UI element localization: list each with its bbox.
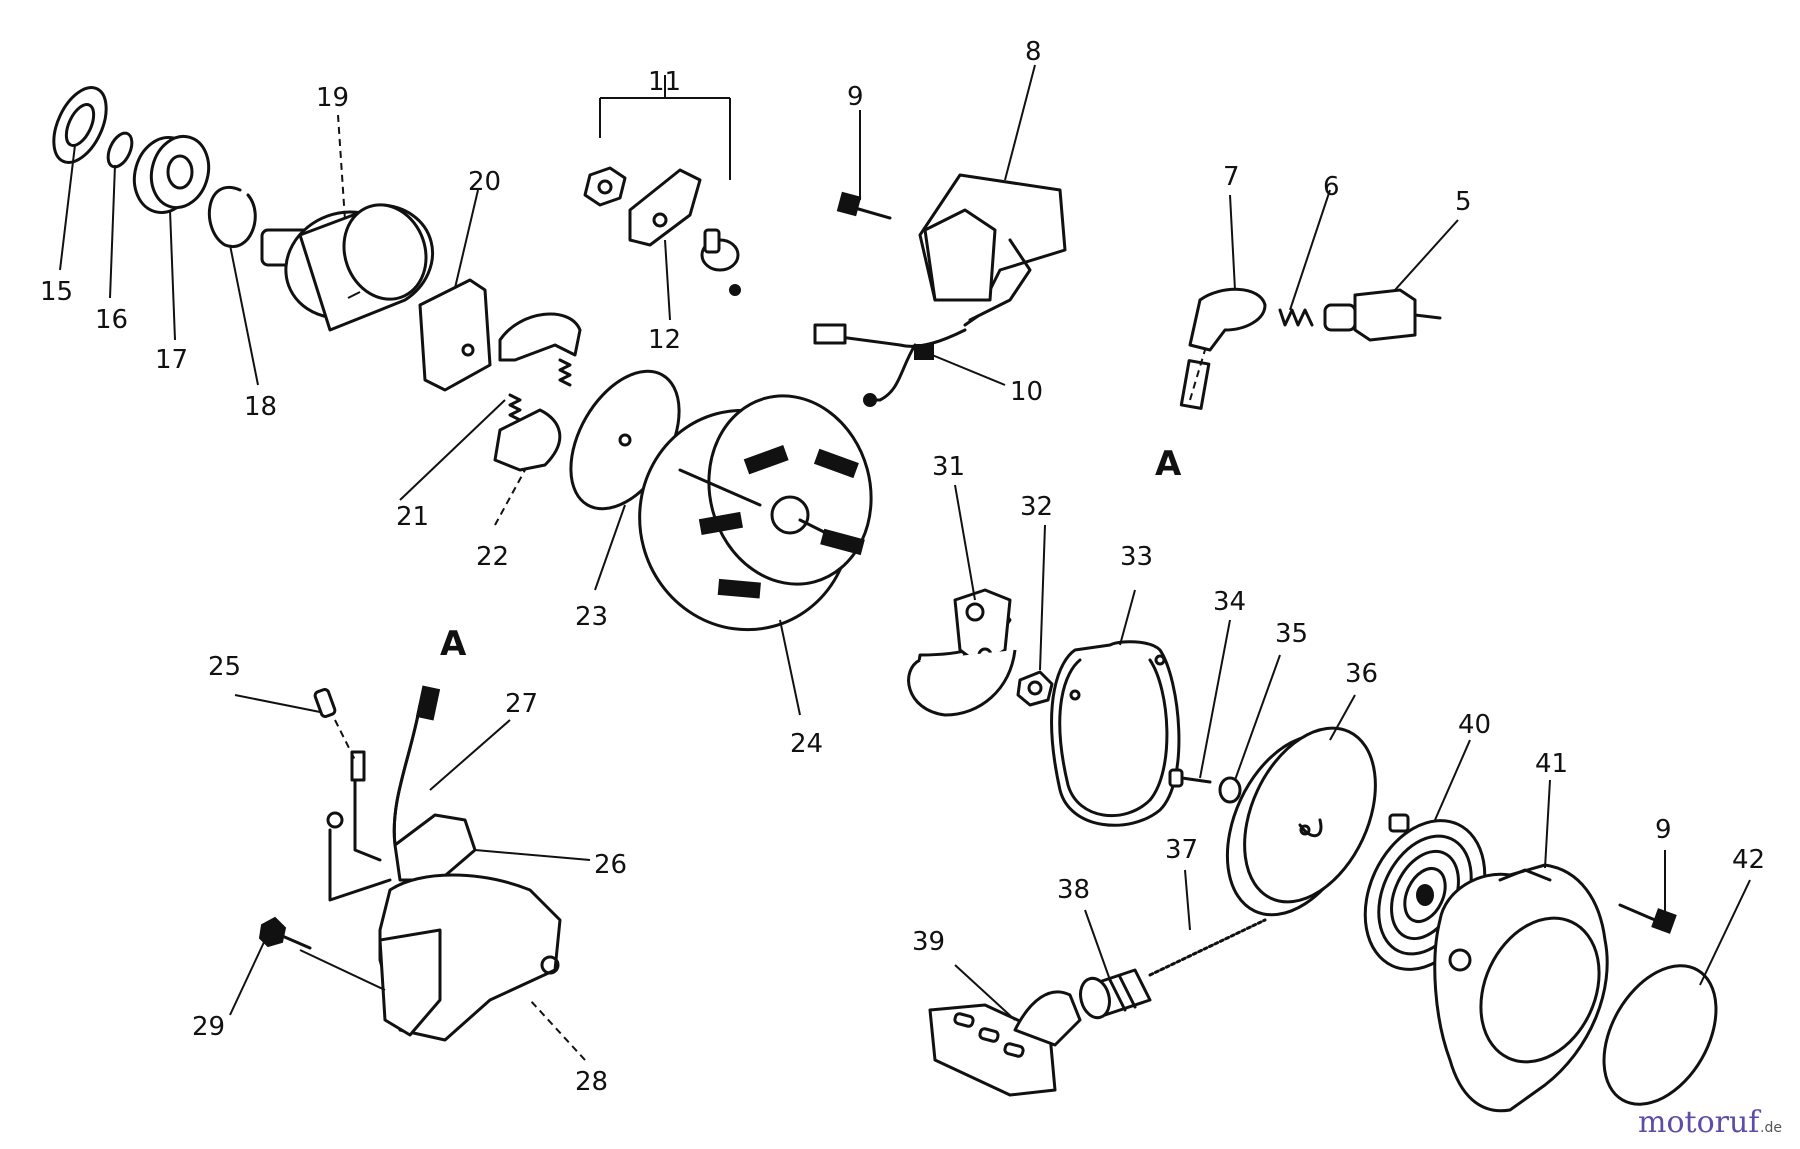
- label-11: 11: [648, 67, 681, 97]
- label-21: 21: [396, 502, 429, 532]
- part-33-gasket: [1050, 640, 1181, 827]
- label-26: 26: [594, 850, 627, 880]
- label-40: 40: [1458, 710, 1491, 740]
- part-42-cover-ring: [1602, 964, 1718, 1106]
- part-9-screw-lower: [1618, 903, 1677, 934]
- label-8: 8: [1025, 37, 1042, 67]
- part-17-bearing: [132, 134, 211, 215]
- label-7: 7: [1223, 162, 1240, 192]
- part-8-ignition-coil: [918, 173, 1067, 327]
- label-37: 37: [1165, 835, 1198, 865]
- part-20-plate: [418, 278, 492, 392]
- label-31: 31: [932, 452, 965, 482]
- label-35: 35: [1275, 619, 1308, 649]
- part-29-bolt: [258, 916, 312, 950]
- label-6: 6: [1323, 172, 1340, 202]
- label-27: 27: [505, 689, 538, 719]
- label-16: 16: [95, 305, 128, 335]
- label-15: 15: [40, 277, 73, 307]
- label-12: 12: [648, 325, 681, 355]
- label-17: 17: [155, 345, 188, 375]
- label-9: 9: [847, 82, 864, 112]
- label-22: 22: [476, 542, 509, 572]
- label-23: 23: [575, 602, 608, 632]
- part-21-spring: [508, 358, 572, 422]
- part-25-screw: [313, 688, 337, 718]
- label-42: 42: [1732, 845, 1765, 875]
- part-16-snap-ring: [106, 131, 134, 169]
- label-18: 18: [244, 392, 277, 422]
- part-5-spark-plug: [1323, 288, 1442, 342]
- part-37-starter-rope: [1148, 918, 1267, 977]
- part-27-hose: [392, 685, 441, 847]
- part-labels: 15 16 17 18 19 20 21 22 23 24 25 26 27 2…: [40, 37, 1765, 1097]
- part-31-pawl: [907, 588, 1017, 717]
- watermark-suffix: .de: [1760, 1120, 1782, 1136]
- part-28-cover: [378, 873, 562, 1042]
- label-34: 34: [1213, 587, 1246, 617]
- part-34-screw: [1168, 768, 1212, 788]
- label-32: 32: [1020, 492, 1053, 522]
- part-9-screw: [836, 191, 892, 220]
- part-switch: [700, 228, 741, 296]
- label-9-lower: 9: [1655, 815, 1672, 845]
- part-41-starter-housing: [1433, 863, 1609, 1113]
- watermark: motoruf .de: [1638, 1105, 1782, 1140]
- part-32-nut: [1016, 670, 1054, 707]
- label-19: 19: [316, 83, 349, 113]
- connector-label-a-bottom: A: [440, 624, 467, 664]
- part-24-flywheel: [638, 394, 873, 632]
- part-39-starter-handle: [928, 990, 1082, 1097]
- label-36: 36: [1345, 659, 1378, 689]
- part-38-grommet: [1079, 968, 1152, 1020]
- part-19-clutch-drum: [260, 203, 434, 332]
- label-24: 24: [790, 729, 823, 759]
- label-41: 41: [1535, 749, 1568, 779]
- part-36-rope-pulley: [1225, 726, 1377, 917]
- part-15-seal: [52, 86, 108, 164]
- part-7-plug-cap: [1188, 287, 1267, 352]
- connector-label-a-top: A: [1155, 444, 1182, 484]
- label-25: 25: [208, 652, 241, 682]
- label-38: 38: [1057, 875, 1090, 905]
- part-18-circlip: [207, 186, 257, 249]
- label-39: 39: [912, 927, 945, 957]
- part-35-washer: [1218, 776, 1242, 804]
- label-5: 5: [1455, 187, 1472, 217]
- watermark-main: motoruf: [1638, 1105, 1761, 1140]
- part-22-clutch-shoe: [493, 408, 562, 472]
- part-11-kit: [583, 75, 731, 207]
- label-33: 33: [1120, 542, 1153, 572]
- part-12-bracket: [628, 168, 702, 247]
- label-29: 29: [192, 1012, 225, 1042]
- label-20: 20: [468, 167, 501, 197]
- label-28: 28: [575, 1067, 608, 1097]
- label-10: 10: [1010, 377, 1043, 407]
- leader-lines: [59, 64, 1751, 1061]
- part-10-wire: [813, 323, 967, 407]
- part-clutch-shoe-upper: [498, 312, 582, 362]
- part-6-spring: [1278, 308, 1314, 327]
